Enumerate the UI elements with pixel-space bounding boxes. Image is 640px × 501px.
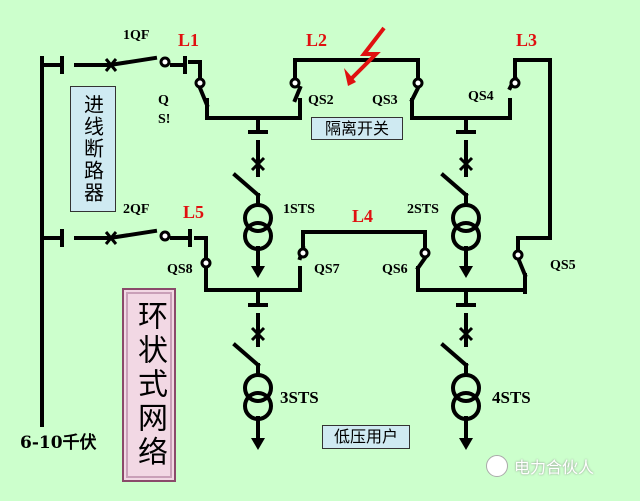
watermark: 电力合伙人: [486, 454, 594, 478]
qs3-label: QS3: [372, 93, 398, 108]
qs4-label: QS4: [468, 89, 494, 104]
incoming-breaker-box: 进线断路器: [70, 86, 116, 212]
voltage-label: 6-10千伏: [20, 433, 97, 453]
line-l1-label: L1: [178, 30, 200, 50]
low-voltage-users-box: 低压用户: [322, 425, 410, 449]
qs6-label: QS6: [382, 262, 408, 277]
line-l2-label: L2: [306, 30, 328, 50]
fault-lightning-icon: [344, 26, 386, 86]
qs8-label: QS8: [167, 262, 193, 277]
line-l5-label: L5: [183, 202, 205, 222]
sts4-label: 4STS: [492, 388, 531, 407]
sts1-label: 1STS: [283, 202, 315, 217]
qs7-label: QS7: [314, 262, 340, 277]
ring-network-box: 环状式网络: [122, 288, 176, 482]
sts3-label: 3STS: [280, 388, 319, 407]
line-l3-label: L3: [516, 30, 538, 50]
wechat-icon: [486, 455, 508, 477]
breaker-2qf-label: 2QF: [123, 202, 150, 217]
line-l4-label: L4: [352, 206, 374, 226]
isolating-switch-box: 隔离开关: [311, 117, 403, 140]
watermark-text: 电力合伙人: [514, 458, 595, 477]
breaker-1qf-label: 1QF: [123, 28, 150, 43]
qs1-q-label: Q: [158, 93, 169, 108]
qs2-label: QS2: [308, 93, 334, 108]
sts2-label: 2STS: [407, 202, 439, 217]
qs1-s-label: S!: [158, 112, 171, 127]
qs5-label: QS5: [550, 258, 576, 273]
